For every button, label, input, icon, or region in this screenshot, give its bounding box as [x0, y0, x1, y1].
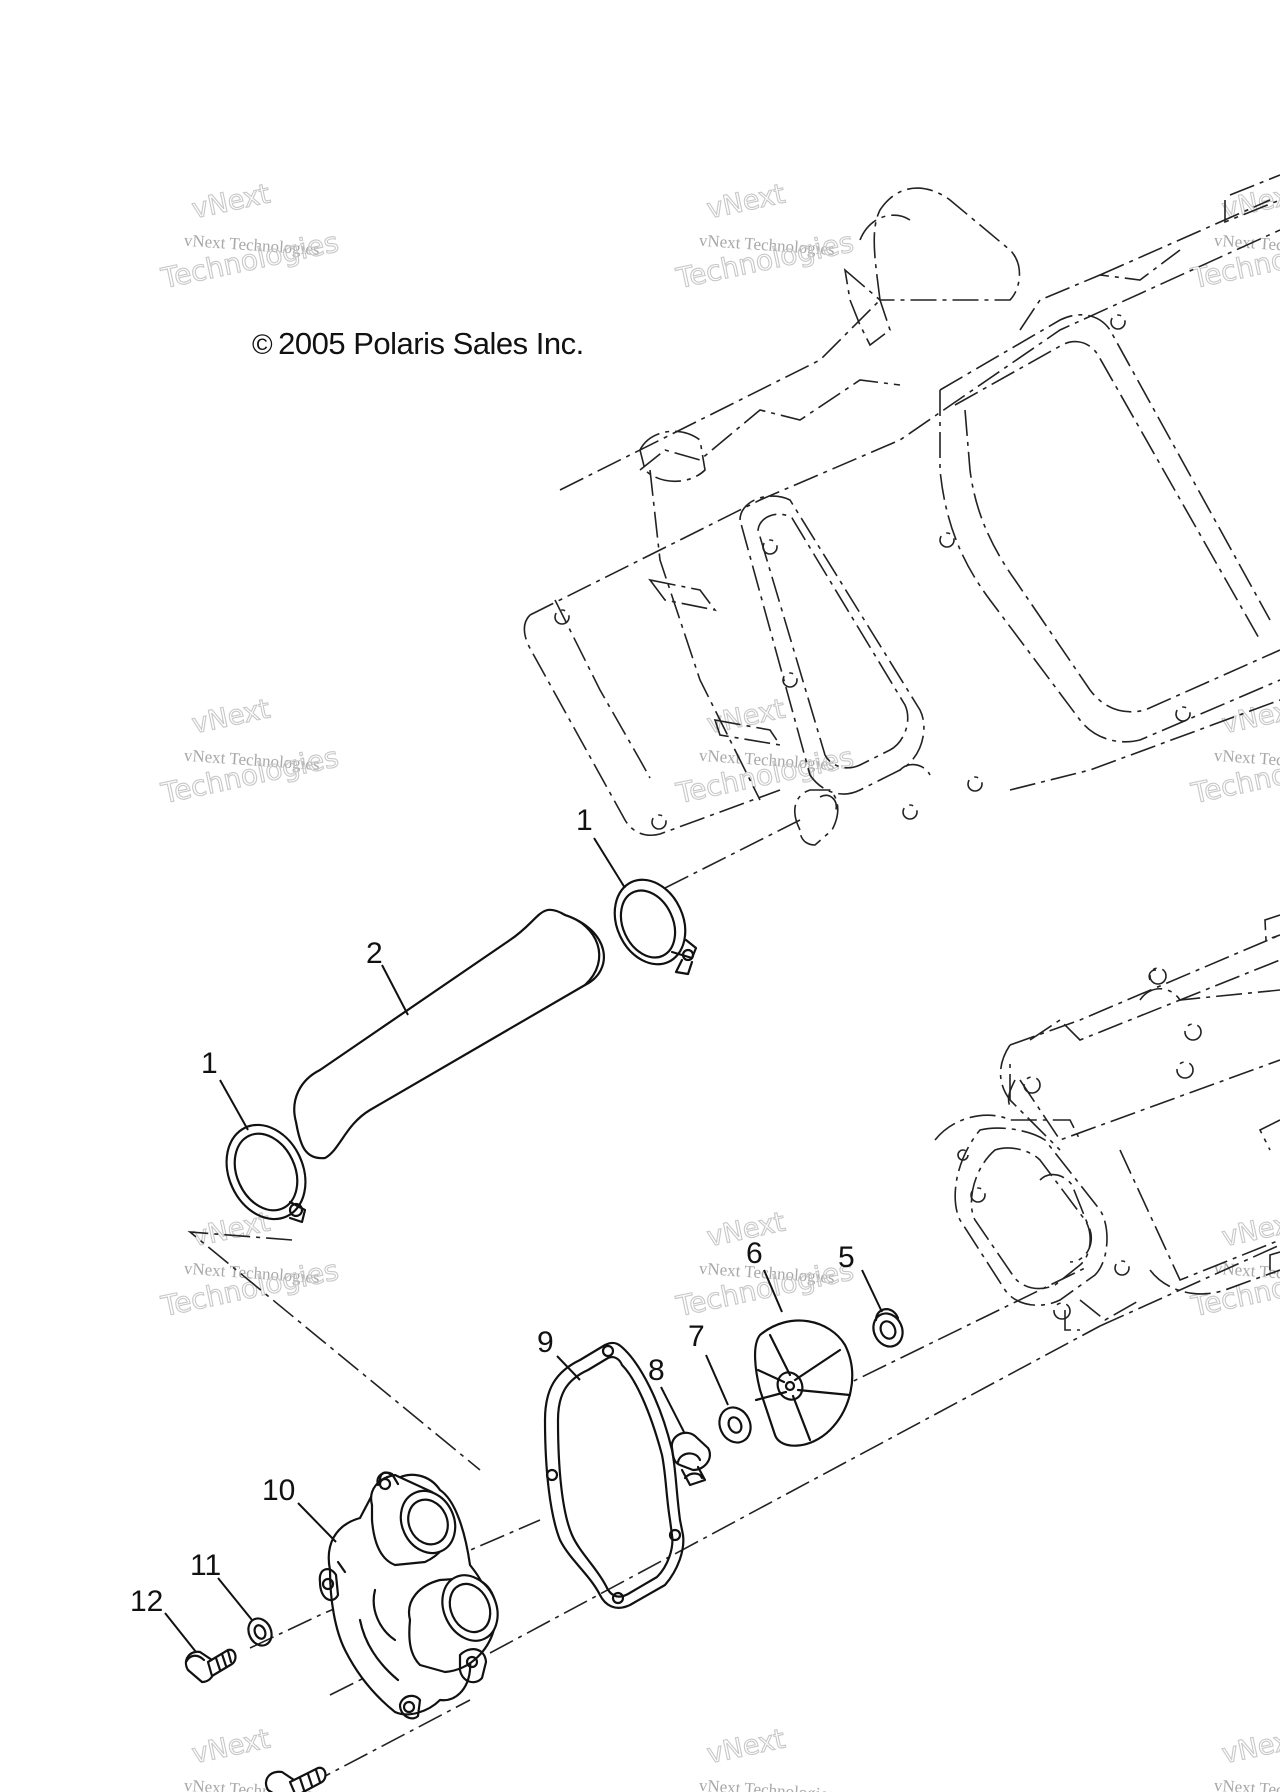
- watermark-vnext: vNext: [1219, 694, 1280, 741]
- callout-1-upper: 1: [576, 804, 593, 837]
- impeller-washer: [718, 1406, 752, 1444]
- crankcase-phantom: [934, 914, 1280, 1331]
- watermark-vnext: vNext: [1219, 1207, 1280, 1254]
- callout-2: 2: [366, 937, 383, 970]
- leader-lines: [164, 837, 883, 1653]
- cover-bolt-upper: [184, 1648, 237, 1684]
- callout-9: 9: [537, 1326, 554, 1359]
- watermark-vnext: vNext: [189, 694, 273, 741]
- callout-8: 8: [648, 1354, 665, 1387]
- callout-12: 12: [130, 1585, 163, 1618]
- callout-11: 11: [190, 1549, 221, 1582]
- watermark-vnext: vNext: [1219, 1724, 1280, 1771]
- callout-6: 6: [746, 1237, 763, 1270]
- callout-7: 7: [688, 1320, 705, 1353]
- impeller-nut: [670, 1431, 711, 1487]
- hose-clamp-lower: [225, 1123, 307, 1224]
- callout-5: 5: [838, 1241, 855, 1274]
- cylinder-head-phantom: [523, 174, 1280, 846]
- callout-labels: 1 1 2 5 6 7 8 9 10 11 12: [130, 804, 855, 1618]
- copyright-notice: ©2005 Polaris Sales Inc.: [252, 326, 584, 362]
- copyright-symbol: ©: [252, 329, 273, 360]
- water-pump-gasket: [543, 1341, 685, 1609]
- callout-10: 10: [262, 1474, 295, 1507]
- watermark-line: vNext Technologies: [1213, 1776, 1280, 1792]
- hose-clamp-upper: [613, 878, 698, 976]
- callout-1-lower: 1: [201, 1047, 218, 1080]
- watermark-line: vNext Technologies: [698, 1776, 835, 1792]
- water-pump-cover: [318, 1471, 499, 1720]
- water-pump-seal: [872, 1308, 904, 1348]
- copyright-text: 2005 Polaris Sales Inc.: [278, 326, 584, 361]
- watermark-vnext: vNext: [189, 1724, 273, 1771]
- watermark-vnext: vNext: [704, 694, 788, 741]
- assembly-axis-lines: [187, 819, 1280, 1792]
- coolant-hose: [293, 908, 606, 1160]
- cover-bolt-lower: [264, 1766, 327, 1792]
- watermarks: vNext vNext Technologies Technologies vN…: [157, 178, 1280, 1792]
- watermark-vnext: vNext: [189, 179, 273, 226]
- watermark-vnext: vNext: [704, 1724, 788, 1771]
- cover-bolt-washer: [247, 1617, 273, 1647]
- water-pump-impeller: [754, 1319, 854, 1447]
- watermark-vnext: vNext: [704, 179, 788, 226]
- watermark-vnext: vNext: [189, 1207, 273, 1254]
